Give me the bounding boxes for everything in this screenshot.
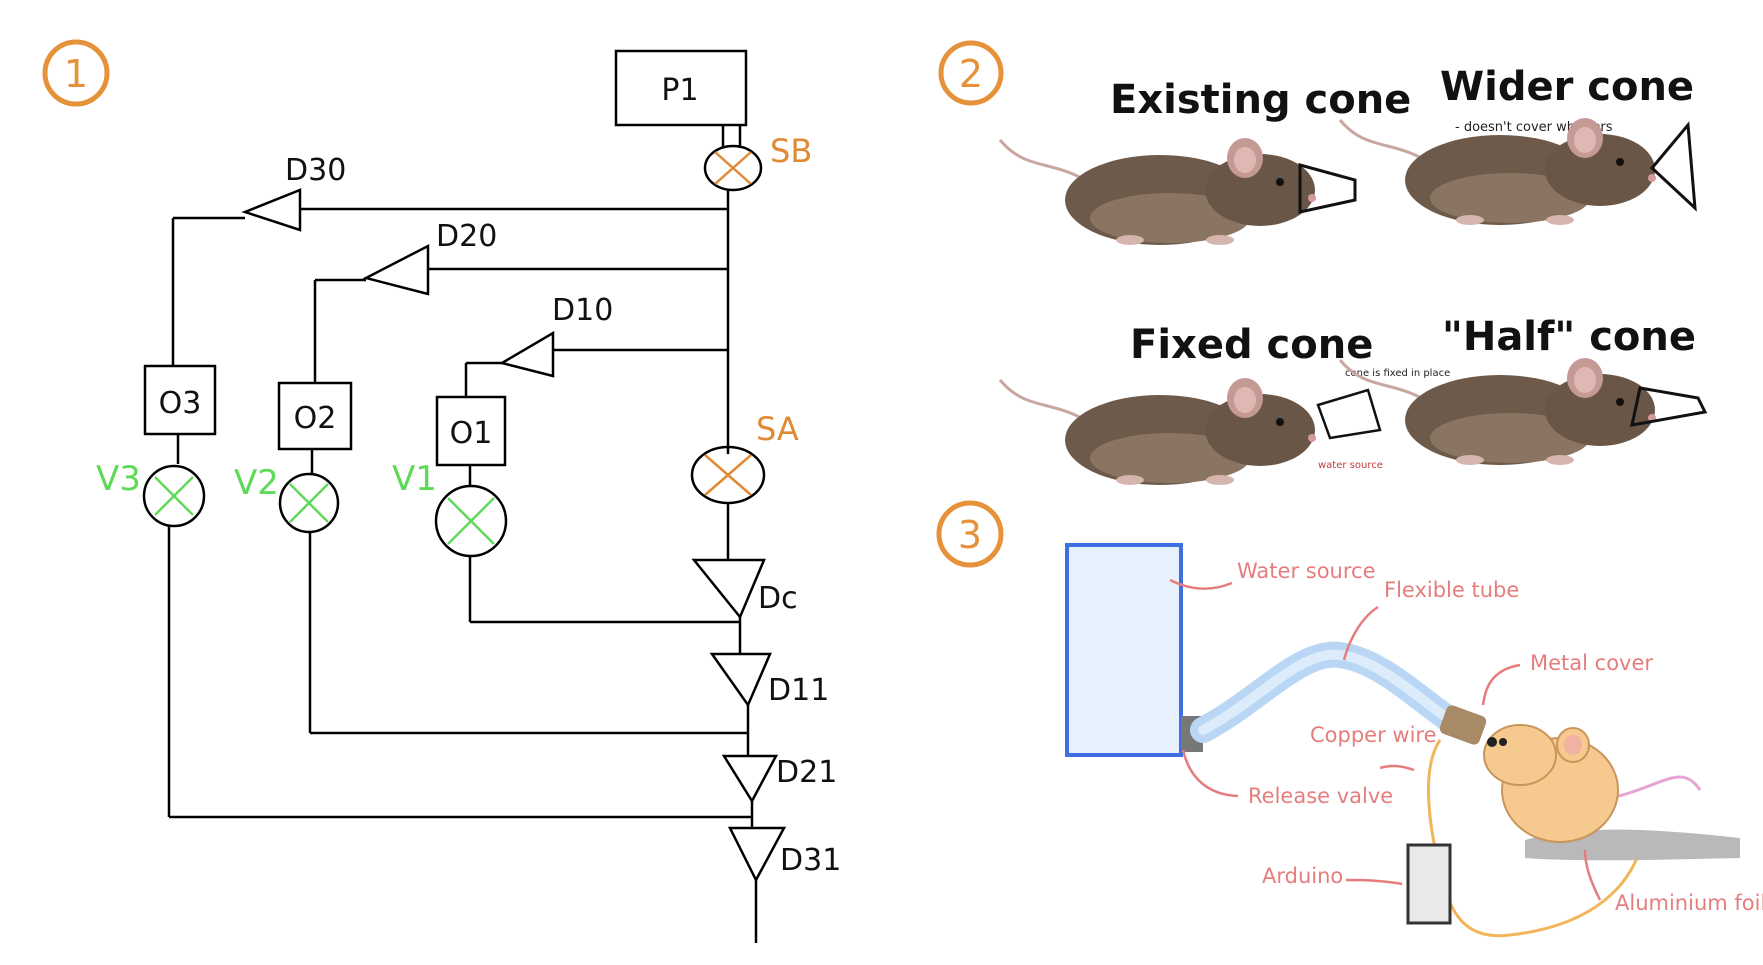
- d10-label: D10: [552, 293, 613, 328]
- cone-title-half: "Half" cone: [1442, 314, 1696, 360]
- cone-wider: [1649, 121, 1697, 212]
- o3-label: O3: [159, 386, 202, 421]
- detector-d10: [466, 330, 555, 378]
- cone-title-wider: Wider cone: [1440, 64, 1694, 110]
- annotation-arrows: [1169, 578, 1602, 901]
- arduino-box: [1406, 843, 1452, 925]
- odor-box-o3: [143, 364, 217, 436]
- mouse-existing: [998, 136, 1318, 247]
- d11-label: D11: [768, 673, 829, 708]
- label-release-text: Release valve: [1248, 784, 1393, 808]
- v1-label: V1: [392, 459, 437, 499]
- sa-label: SA: [756, 410, 799, 448]
- valve-v1: [434, 484, 508, 558]
- detector-d11: [709, 652, 772, 708]
- label-water: Water source: [1237, 559, 1376, 583]
- sb-label: SB: [770, 132, 812, 170]
- panel-setup: 3 Water source: [936, 500, 1763, 938]
- odor-box-o2: [277, 381, 353, 451]
- valve-sb: [703, 144, 763, 192]
- v3-label: V3: [96, 459, 141, 499]
- cone-title-fixed: Fixed cone: [1130, 322, 1373, 368]
- p1-label: P1: [661, 73, 698, 108]
- badge-3: 3: [936, 500, 1004, 568]
- dc-label: Dc: [758, 581, 798, 616]
- detector-d31: [727, 826, 787, 883]
- cartoon-mouse: [1483, 724, 1702, 843]
- label-tube: Flexible tube: [1384, 578, 1519, 602]
- v2-label: V2: [234, 463, 279, 503]
- label-foil-text: Aluminium foil: [1615, 891, 1763, 915]
- o1-label: O1: [450, 416, 493, 451]
- badge-2: 2: [938, 40, 1004, 106]
- detector-d20: [315, 243, 430, 296]
- panel-circuit: 1 P1 SB D30 D20: [42, 39, 841, 943]
- label-foil: Aluminium foil: [1615, 891, 1763, 915]
- label-copper-text: Copper wire: [1310, 723, 1437, 747]
- detector-d30: [173, 188, 302, 232]
- badge-1-label: 1: [64, 52, 88, 96]
- label-metal-text: Metal cover: [1530, 651, 1653, 675]
- d30-label: D30: [285, 153, 346, 188]
- d31-label: D31: [780, 843, 841, 878]
- panel-cones: 2 Existing cone Wider cone - doesn't cov…: [938, 40, 1708, 487]
- label-water-text: Water source: [1237, 559, 1376, 583]
- label-tube-text: Flexible tube: [1384, 578, 1519, 602]
- mouse-fixed: [998, 376, 1318, 487]
- detector-d21: [721, 754, 779, 804]
- water-source-box: [1065, 543, 1183, 757]
- o2-label: O2: [294, 401, 337, 436]
- label-release: Release valve: [1248, 784, 1393, 808]
- badge-1: 1: [42, 39, 110, 107]
- label-arduino: Arduino: [1262, 864, 1343, 888]
- label-metal: Metal cover: [1530, 651, 1653, 675]
- cone-title-existing: Existing cone: [1110, 77, 1411, 123]
- label-arduino-text: Arduino: [1262, 864, 1343, 888]
- d21-label: D21: [776, 755, 837, 790]
- cone-existing: [1298, 163, 1357, 214]
- valve-v3: [142, 464, 206, 528]
- valve-v2: [278, 472, 340, 534]
- cone-note-fixed-bottom: water source: [1318, 460, 1383, 471]
- d20-label: D20: [436, 219, 497, 254]
- p1-box: [614, 49, 748, 127]
- badge-3-label: 3: [958, 513, 982, 557]
- cone-fixed: [1316, 388, 1382, 440]
- detector-dc: [691, 558, 766, 620]
- metal-cover: [1439, 705, 1487, 745]
- cone-half: [1630, 386, 1708, 427]
- cone-note-fixed-top: cone is fixed in place: [1345, 368, 1450, 379]
- label-copper: Copper wire: [1310, 723, 1437, 747]
- badge-2-label: 2: [959, 52, 983, 96]
- valve-sa: [690, 445, 766, 505]
- copper-wire: [1426, 739, 1642, 938]
